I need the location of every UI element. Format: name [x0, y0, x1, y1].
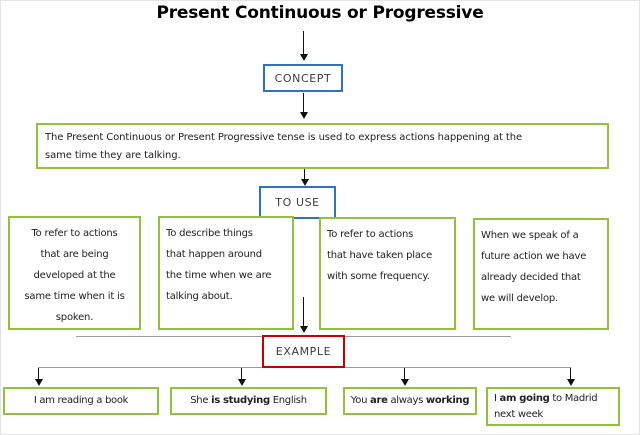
arrow-concept-to-definition-icon	[299, 93, 308, 119]
use-text-2: To describe things that happen around th…	[166, 228, 272, 302]
definition-box: The Present Continuous or Present Progre…	[36, 123, 609, 169]
example-text-3: You are always working	[350, 395, 470, 406]
example-text-1: I am reading a book	[33, 395, 129, 406]
example-text-4: I am going to Madrid next week	[494, 393, 598, 420]
example-label: EXAMPLE	[275, 345, 332, 358]
use-box-4: When we speak of a future action we have…	[473, 218, 609, 330]
arrow-title-to-concept-icon	[299, 31, 308, 61]
concept-node: CONCEPT	[263, 64, 343, 92]
use-box-2: To describe things that happen around th…	[158, 216, 294, 330]
arrow-definition-to-touse-icon	[300, 169, 309, 186]
to-use-node: TO USE	[259, 186, 336, 219]
example-text-2: She is studying English	[190, 395, 307, 406]
concept-label: CONCEPT	[274, 71, 332, 85]
arrow-touse-to-example-icon	[299, 297, 308, 333]
definition-text: The Present Continuous or Present Progre…	[45, 132, 522, 161]
example-box-2: She is studying English	[170, 387, 327, 415]
example-box-4: I am going to Madrid next week	[486, 387, 620, 426]
to-use-label: TO USE	[275, 196, 320, 209]
example-box-1: I am reading a book	[3, 387, 159, 415]
use-text-4: When we speak of a future action we have…	[481, 230, 587, 304]
example-box-3: You are always working	[343, 387, 477, 415]
use-box-3: To refer to actions that have taken plac…	[319, 217, 456, 330]
arrow-to-example-4-icon	[566, 368, 575, 386]
arrow-to-example-1-icon	[34, 368, 43, 386]
arrow-to-example-3-icon	[400, 368, 409, 386]
arrow-to-example-2-icon	[237, 368, 246, 386]
use-box-1: To refer to actions that are being devel…	[8, 216, 141, 330]
use-text-3: To refer to actions that have taken plac…	[327, 229, 433, 282]
page-title: Present Continuous or Progressive	[156, 3, 484, 23]
use-text-1: To refer to actions that are being devel…	[24, 228, 125, 323]
example-node: EXAMPLE	[262, 335, 345, 368]
